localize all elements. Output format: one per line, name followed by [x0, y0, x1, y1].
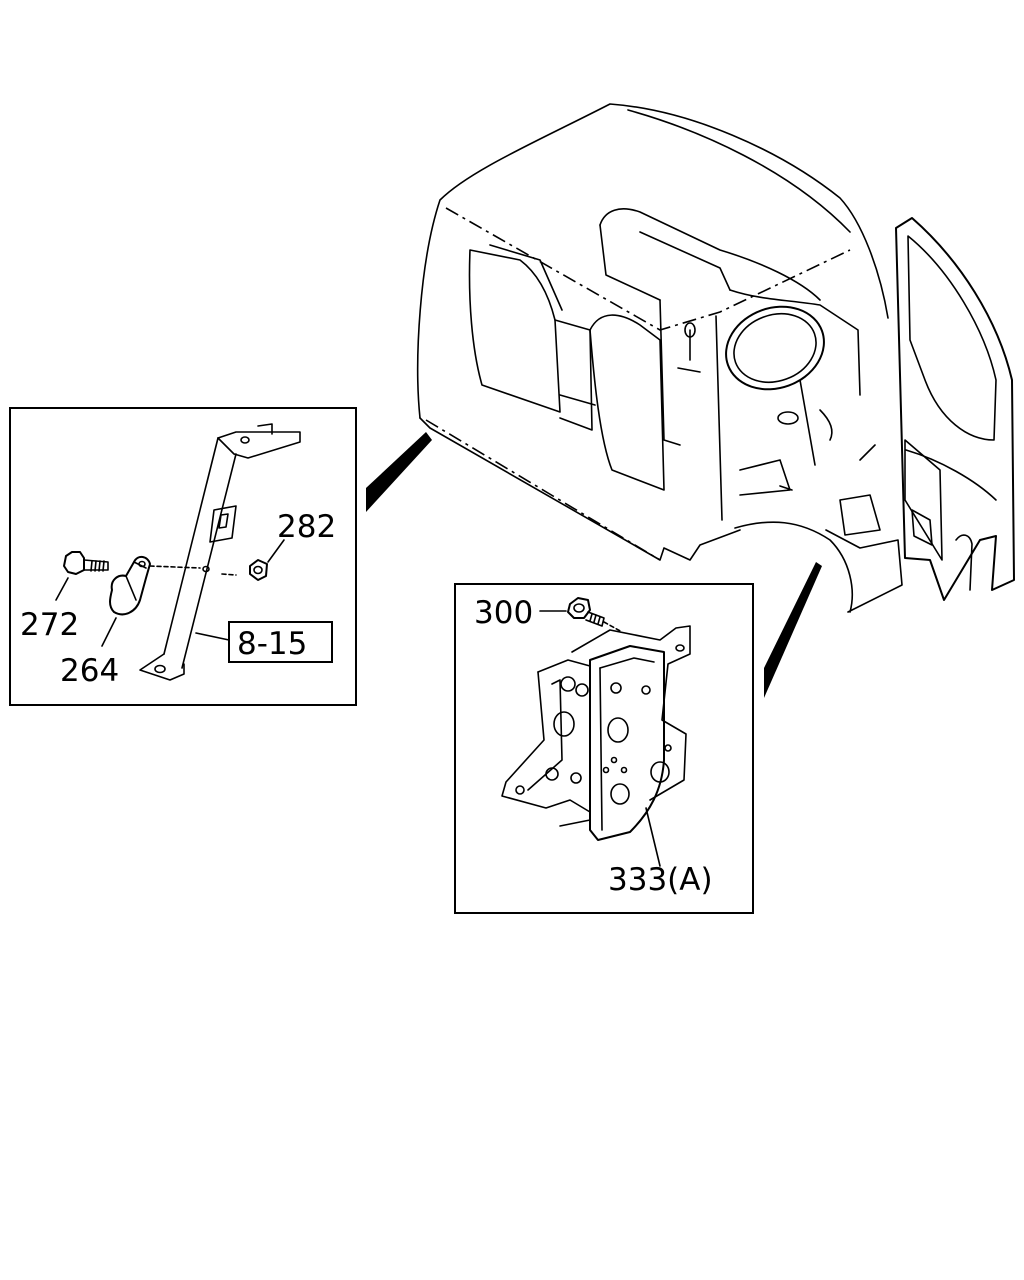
leader-ref [195, 632, 230, 641]
nut-282 [249, 559, 268, 581]
leader-272 [55, 577, 69, 601]
leader-282 [267, 539, 285, 563]
axis-282 [221, 573, 237, 576]
stay-bracket [139, 423, 301, 681]
axis-300 [603, 621, 623, 633]
cab-illustration [416, 103, 1015, 613]
bolt-300 [567, 597, 605, 627]
detail-panel-right [454, 583, 754, 914]
bracket-333a [501, 625, 691, 841]
bolt-272 [63, 551, 109, 575]
callout-333a: 333(A) [608, 862, 713, 898]
callout-264: 264 [60, 653, 119, 689]
leader-264 [101, 617, 117, 647]
reference-box [228, 621, 333, 663]
reference-label: 8-15 [237, 626, 307, 662]
leader-arrow-right [764, 562, 822, 698]
callout-300: 300 [474, 595, 533, 631]
callout-282: 282 [277, 509, 336, 545]
callout-272: 272 [20, 607, 79, 643]
clamp-264 [109, 556, 151, 616]
leader-arrow-left [366, 432, 432, 512]
detail-panel-left [9, 407, 357, 706]
leader-333a [645, 807, 661, 867]
axis-272 [149, 565, 201, 569]
